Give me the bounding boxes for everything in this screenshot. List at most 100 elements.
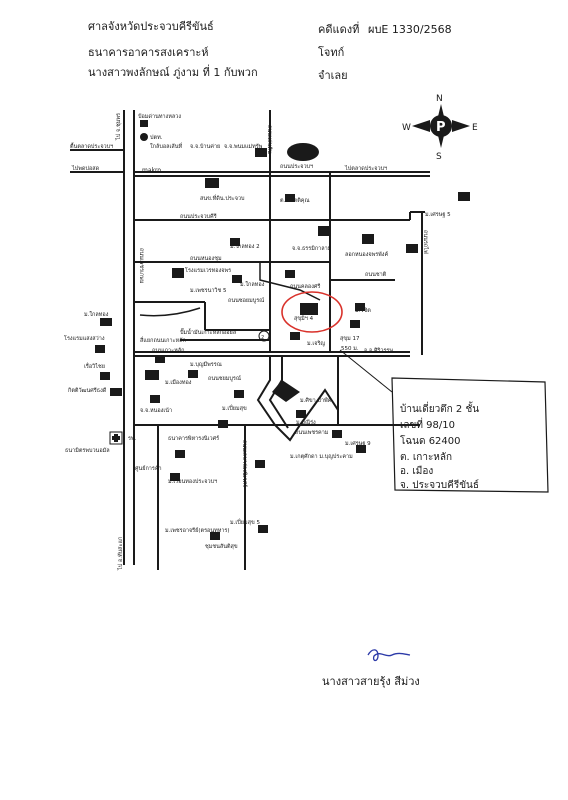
label-prachuap-road: ถนนประจวบคีรี (180, 213, 217, 220)
compass-n: N (436, 94, 443, 104)
label-nongnao: จ.จ.หนองเน้า (140, 407, 172, 414)
label-village-2: ม.ใกลทอง 2 (230, 243, 260, 250)
label-road-left: เรื่อวิไชย (84, 362, 105, 370)
label-phet5: ม.เพชรนาวิช 5 (190, 287, 227, 294)
label-coop: ใกล้บอลเส้นที่ (150, 142, 183, 150)
label-ruenthong: ม.เรือนทองประจวบฯ (168, 478, 217, 485)
label-chayom-road: ถนนชยมบูรณ์ (208, 375, 241, 382)
annotation-line-1: บ้านเดี่ยวตึก 2 ชั้น (400, 401, 479, 415)
stadium-icon (287, 143, 319, 161)
vertical-roads (157, 110, 423, 570)
label-kohlak-road: ถนนเกาะหลัก (152, 347, 184, 354)
label-lekha-road: ถนนเลขาร่องนิเวศร์ (241, 440, 248, 487)
label-road-chat: ถนนชาติ (365, 271, 387, 278)
side-lane (139, 307, 201, 317)
label-school-road: ถนนประจวบฯ (280, 163, 313, 170)
label-ban-kao: จ.จ.บ้านค่าย (190, 143, 220, 150)
label-maneerung: ม.มณีรุ่ง (296, 419, 316, 426)
label-baan-road: ถนนซอยมบูรณ์ (228, 297, 264, 304)
label-setthi9: ม.เศรษฐ 9 (345, 440, 371, 447)
label-marker-2: 2 (261, 335, 264, 341)
annotation-line-6: จ. ประจวบคีรีขันธ์ (400, 479, 479, 491)
label-charoen: ม.เจริญ (307, 340, 325, 347)
label-moo4: สุขุมิฯ 4 (294, 315, 314, 322)
label-siriwat: จ.จ.ศิริวรรษ (364, 347, 393, 354)
label-hospital: ต.จ.กิตติคุณ (280, 197, 310, 204)
label-to-left: ไปพดบ่อสด (71, 165, 100, 172)
plaintiff-role: โจทก์ (318, 46, 345, 59)
label-ptt: ปตท. (150, 134, 163, 141)
plaintiff-name: ธนาคารอาคารสงเคราะห์ (88, 46, 209, 59)
label-hospital-left: ธนามิตรพบวนอมัล (65, 447, 110, 454)
defendant-role: จำเลย (318, 69, 348, 82)
marker-2-icon (258, 330, 270, 342)
label-piamsuk: ม.เปี่ยมสุข (222, 404, 247, 412)
label-bunmi: ม.บุญมีพรรณ (190, 361, 222, 368)
label-sikha-park: ม.ศิขา ปาฬ์ค (300, 397, 332, 404)
signer-name: นางสาวสายรุ้ง สีม่วง (322, 675, 420, 688)
label-klaithong-left: ม.ใกลทอง (84, 311, 109, 318)
label-mueang: จ.จ.พนมแม่ทรัพ (224, 143, 263, 150)
label-rp: รพ. (128, 436, 137, 442)
signature-scribble-icon (367, 649, 411, 662)
svg-text:P: P (436, 120, 446, 135)
label-railway-right: ถนนรถไฟ (422, 230, 429, 254)
label-to-market: ไปตลาดประจวบฯ (344, 165, 387, 172)
annotation-line-4: ต. เกาะหลัก (400, 452, 452, 463)
compass-e: E (472, 123, 478, 133)
main-highway (123, 110, 135, 565)
map-labels: ไป จ.ชุมพร ไป อ.ทับสะแก ป้อมด่านทางหลวง … (64, 113, 451, 571)
court-name: ศาลจังหวัดประจวบคีรีขันธ์ (88, 20, 214, 33)
hospital-cross-icon (109, 431, 123, 445)
annotation-line-5: อ. เมือง (400, 465, 433, 477)
label-klai: ม.ใกลทอง (240, 281, 265, 288)
railway-line (259, 262, 321, 301)
compass-rose-icon: P N S W E (402, 94, 478, 162)
label-lpg: ปั๊มน้ำมันเกาะหลักออยล์ (180, 328, 236, 336)
label-bank: ธนาคารพิหารงนิเวศร์ (168, 435, 219, 442)
label-checkpoint: ป้อมด่านทางหลวง (138, 113, 181, 120)
label-market-left: ตื้นตลาดประจวบฯ (70, 142, 113, 150)
label-sub-road: ถนนคลองศรี (290, 283, 320, 290)
annotation-line-2: เลขที่ 98/10 (400, 417, 455, 431)
target-site-circle-icon (281, 291, 343, 333)
landmark-icons (95, 120, 470, 540)
label-village-east: ม.เศรษฐ 5 (425, 211, 451, 218)
compass-s: S (436, 152, 442, 162)
mall-icon (272, 380, 300, 402)
label-makro: makro (142, 167, 161, 174)
label-junction: สี่แยกถนนเกาะหลัก (139, 336, 186, 344)
compass-w: W (402, 123, 411, 133)
pointer-line (339, 349, 393, 393)
label-mueang-thong: ม.เมืองทอง (165, 379, 192, 386)
label-mall: ศูนย์การค้า (135, 465, 162, 472)
label-phetkam-road: ถนนเพชรคาม (295, 429, 329, 436)
label-station: สนข.ที่ดิน.ประจวบ (200, 194, 245, 202)
label-village-south: ม.วิชิต (355, 307, 371, 314)
label-piamsuk5: ม.เปี่ยมสุข 5 (230, 518, 260, 526)
case-label: คดีแดงที่ (318, 23, 360, 36)
target-house-icon (300, 303, 318, 315)
label-temple-road: ถนนแผ่นดิน (266, 125, 273, 154)
road-grid (70, 149, 430, 426)
label-phetsakorn: ม.เพชรอาจรีย์(ตรอนทหาร) (165, 527, 230, 534)
label-to-bang: ไป อ.ทับสะแก (117, 537, 124, 571)
case-number: ผบE 1330/2568 (368, 23, 452, 36)
label-hotel: โรงแรมเวรทองจพร (185, 266, 231, 274)
label-community: ชุมชนสันติสุข (205, 543, 238, 550)
label-to-chumphon: ไป จ.ชุมพร (115, 113, 122, 141)
label-river: จ.จ.ธรรมิกาลาม (292, 245, 332, 252)
label-rice: ลอกหนองจพรพังค์ (345, 251, 388, 258)
label-kitti: กิตติวัฒนศรีธงดี (67, 387, 106, 394)
defendant-name: นางสาวพงลักษณ์ ภู่งาม ที่ 1 กับพวก (88, 66, 258, 79)
annotation-box: บ้านเดี่ยวตึก 2 ชั้น เลขที่ 98/10 โฉนด 6… (391, 377, 549, 493)
annotation-line-3: โฉนด 62400 (400, 434, 461, 447)
label-550m: 550 ม. (341, 346, 359, 352)
label-suk17: สุขุม 17 (340, 335, 360, 342)
label-ketsakda: ม.เกตุศักดา ม.บุญประคาม (290, 453, 353, 460)
label-railway-road: ถนนเพชรเกษม (138, 248, 145, 284)
label-nongchum-road: ถนนหนองชุม (190, 255, 222, 262)
label-hotel-left: โรงแรมแสงสว่าง (64, 334, 105, 342)
